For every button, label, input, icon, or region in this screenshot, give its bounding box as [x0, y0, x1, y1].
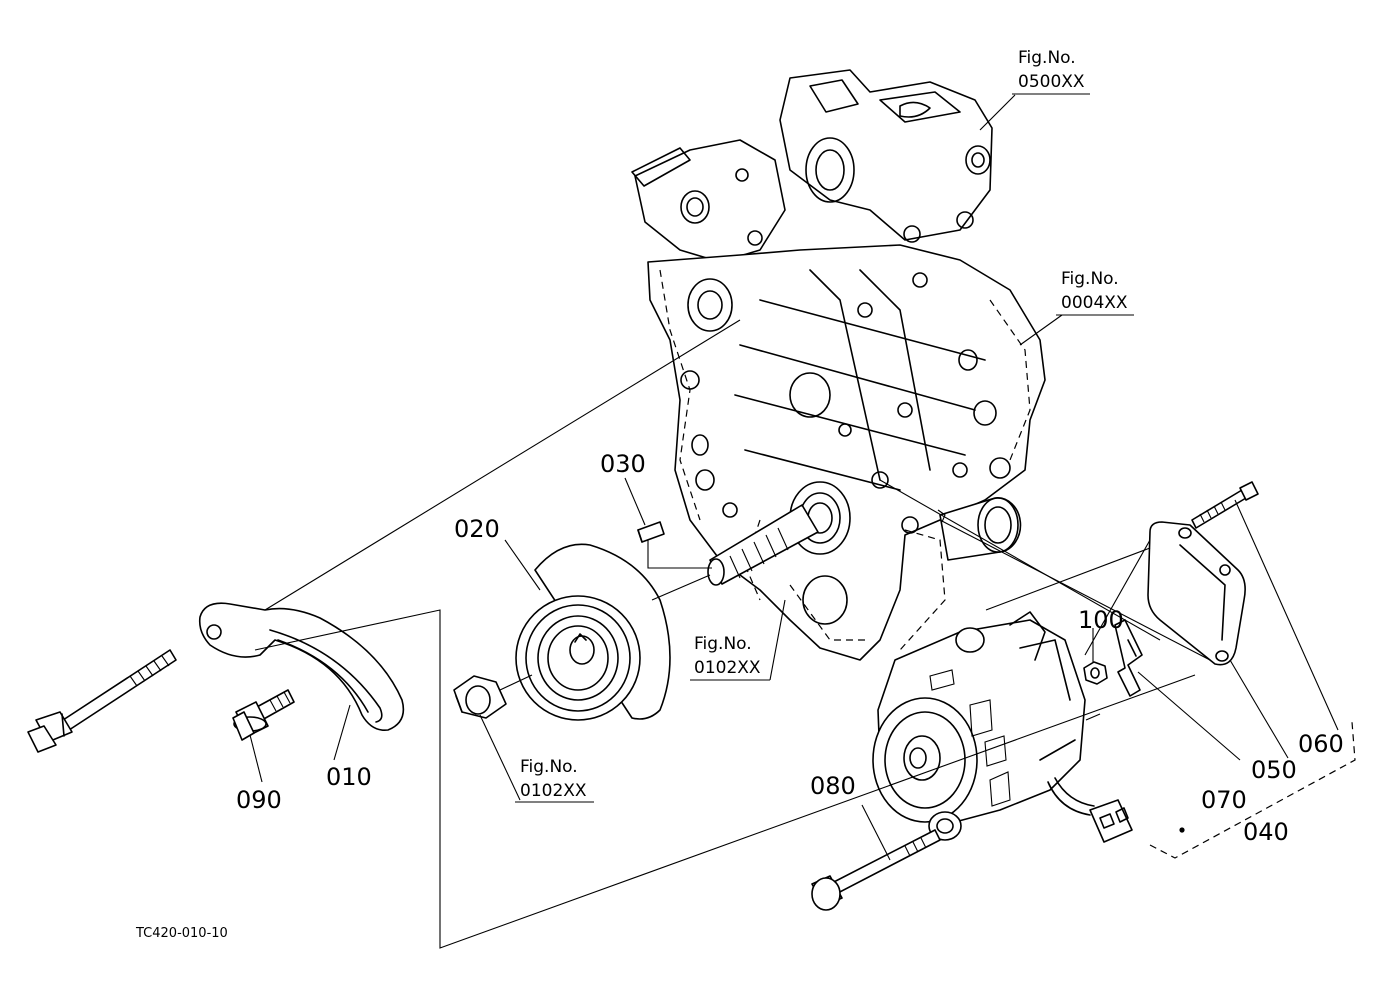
part-020-pulley: [515, 543, 671, 721]
part-100-nut: [1083, 661, 1108, 685]
part-030-key: [637, 521, 665, 543]
part-070-clip: [1114, 619, 1143, 697]
fig-ref-0102xx-nut-title: Fig.No.: [520, 757, 578, 777]
callout-100: 100: [1078, 606, 1124, 634]
fig-ref-0004xx: Fig.No. 0004XX: [1056, 269, 1134, 316]
fig-ref-0102xx-nut-number: 0102XX: [520, 781, 587, 801]
crank-nut: [453, 675, 507, 719]
part-080-bolt: [811, 829, 941, 911]
long-bolt: [27, 649, 177, 753]
callout-030: 030: [600, 450, 646, 478]
fig-ref-0102xx-shaft-number: 0102XX: [694, 658, 761, 678]
fig-ref-0102xx-shaft-title: Fig.No.: [694, 634, 752, 654]
fig-ref-0102xx-nut: Fig.No. 0102XX: [515, 757, 594, 803]
drawing-code: TC420-010-10: [135, 926, 228, 941]
part-010-bracket: [198, 602, 405, 732]
engine-gear-case-drawing: [631, 69, 1046, 661]
callout-050: 050: [1251, 756, 1297, 784]
part-090-flange-bolt: [232, 689, 295, 741]
fig-ref-0004xx-number: 0004XX: [1061, 293, 1128, 313]
part-060-bolt: [1191, 481, 1259, 529]
fig-ref-0500xx: Fig.No. 0500XX: [1012, 48, 1090, 95]
callout-040: 040: [1243, 818, 1289, 846]
callout-070: 070: [1201, 786, 1247, 814]
assembly-lines: [249, 94, 1356, 949]
fig-ref-0102xx-shaft: Fig.No. 0102XX: [690, 634, 770, 681]
fig-ref-0500xx-title: Fig.No.: [1018, 48, 1076, 68]
callout-080: 080: [810, 772, 856, 800]
callout-090: 090: [236, 786, 282, 814]
fig-ref-0004xx-title: Fig.No.: [1061, 269, 1119, 289]
callout-010: 010: [326, 763, 372, 791]
callout-060: 060: [1298, 730, 1344, 758]
callout-020: 020: [454, 515, 500, 543]
fig-ref-0500xx-number: 0500XX: [1018, 72, 1085, 92]
part-050-plate: [1147, 521, 1246, 666]
